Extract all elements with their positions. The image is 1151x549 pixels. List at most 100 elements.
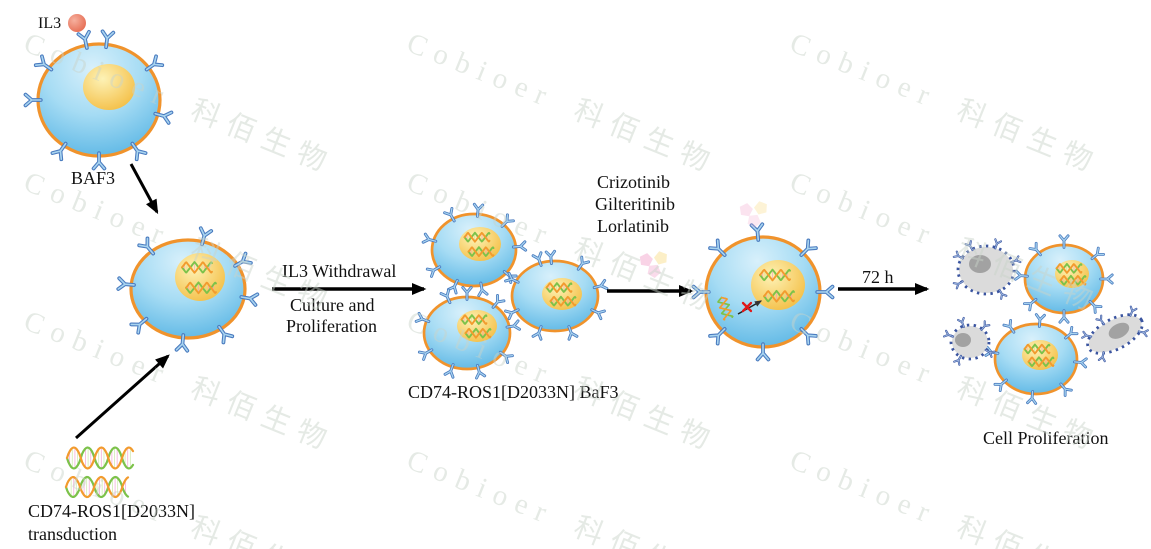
proliferating-cell-2 (984, 313, 1088, 405)
dna-helix-mini (763, 289, 795, 303)
receptor-icon (755, 342, 771, 362)
receptor-icon (1010, 255, 1022, 264)
cluster-cell-1 (421, 202, 528, 298)
receptor-icon (531, 251, 543, 267)
receptor-icon (461, 286, 473, 301)
watermark-text: Cobioer 科佰生物 (785, 26, 1105, 181)
receptor-icon (1058, 234, 1070, 249)
receptor-icon (953, 354, 963, 366)
receptor-icon (952, 250, 964, 260)
dna-helix-large-1 (65, 446, 135, 470)
receptor-icon (957, 316, 965, 328)
cluster-label: CD74-ROS1[D2033N] BaF3 (408, 382, 619, 402)
receptor-icon (1129, 305, 1138, 317)
receptor-icon (544, 249, 557, 265)
dna-helix-mini (545, 282, 573, 294)
receptor-icon (116, 276, 136, 291)
baf3-cell (23, 29, 174, 171)
receptor-icon (446, 278, 459, 295)
receptor-icon (1099, 273, 1114, 285)
receptor-icon (592, 278, 609, 291)
receptor-icon (1059, 382, 1073, 397)
receptor-icon (815, 284, 835, 300)
il3-label: IL3 (38, 15, 61, 32)
cluster-cell-2 (414, 286, 521, 380)
receptor-icon (76, 29, 91, 50)
receptor-icon (1090, 246, 1105, 261)
receptor-icon (198, 226, 214, 247)
drug-molecule-icon (647, 264, 661, 278)
dna-helix-mini (759, 268, 791, 282)
receptor-icon (1073, 357, 1088, 369)
transduced-cell (116, 226, 260, 353)
receptor-icon (443, 363, 455, 379)
receptor-icon (993, 378, 1008, 393)
receptor-icon (1097, 351, 1106, 363)
duration-label: 72 h (862, 267, 894, 287)
receptor-icon (217, 324, 235, 345)
receptor-icon (531, 325, 543, 341)
receptor-icon (472, 202, 485, 218)
cluster-cell-3 (504, 249, 609, 341)
transduction-label-line2: transduction (28, 524, 117, 544)
dna-helix-mini (463, 231, 491, 243)
receptor-icon (477, 281, 489, 298)
drug-crizotinib-label: Crizotinib (597, 172, 670, 192)
receptor-icon (504, 308, 520, 321)
apoptotic-cell-2 (942, 316, 996, 366)
receptor-icon (964, 240, 974, 252)
receptor-icon (994, 238, 1003, 250)
watermark-text: Cobioer 科佰生物 (785, 443, 1105, 549)
dna-helix-mini (1023, 343, 1051, 355)
receptor-icon (799, 327, 818, 346)
shapes-layer (23, 14, 1149, 499)
il3-withdrawal-label: IL3 Withdrawal (282, 261, 396, 281)
receptor-icon (1028, 241, 1042, 257)
baf3-label: BAF3 (71, 168, 115, 188)
receptor-icon (567, 325, 579, 341)
receptor-icon (130, 141, 148, 162)
receptor-icon (942, 329, 955, 338)
drug-molecule-icon (754, 201, 767, 215)
receptor-icon (33, 54, 54, 72)
receptor-icon (491, 293, 506, 309)
receptor-icon (475, 363, 487, 380)
arrow-dna-to-cell (75, 354, 170, 440)
receptor-icon (100, 29, 116, 50)
receptor-icon (1058, 309, 1070, 324)
receptor-icon (1034, 313, 1046, 328)
culture-label: Culture and (290, 295, 374, 315)
receptor-icon (153, 110, 174, 125)
arrow-baf3-to-transduced (129, 163, 159, 215)
receptor-icon (417, 348, 434, 361)
proliferating-cell-1 (1014, 234, 1114, 324)
receptor-icon (1014, 269, 1029, 281)
drug-molecule-icon (639, 253, 653, 267)
receptor-icon (1023, 297, 1038, 312)
labels-layer: IL3 BAF3 IL3 Withdrawal Culture and Prol… (28, 15, 1108, 544)
receptor-icon (443, 207, 456, 223)
watermark-text: Cobioer 科佰生物 (402, 26, 722, 181)
receptor-icon (1002, 318, 1016, 334)
receptor-icon (1137, 329, 1149, 338)
dna-helix-large-2 (64, 475, 130, 499)
receptor-icon (439, 288, 452, 305)
apoptotic-cell-3 (1081, 305, 1149, 363)
drug-molecule-icon (747, 214, 761, 228)
drug-lorlatinib-label: Lorlatinib (597, 216, 669, 236)
receptor-icon (576, 255, 591, 271)
receptor-icon (144, 54, 165, 72)
dna-helix-mini (460, 314, 488, 326)
receptor-icon (1026, 390, 1038, 405)
receptor-icon (1064, 325, 1079, 340)
proliferation-label: Proliferation (286, 316, 377, 336)
receptor-icon (504, 271, 520, 284)
dna-helix-mini (467, 246, 495, 258)
receptor-icon (421, 232, 438, 244)
receptor-icon (1081, 330, 1093, 339)
receptor-icon (239, 292, 260, 307)
receptor-icon (498, 350, 514, 365)
dna-helix-mini (185, 281, 217, 295)
